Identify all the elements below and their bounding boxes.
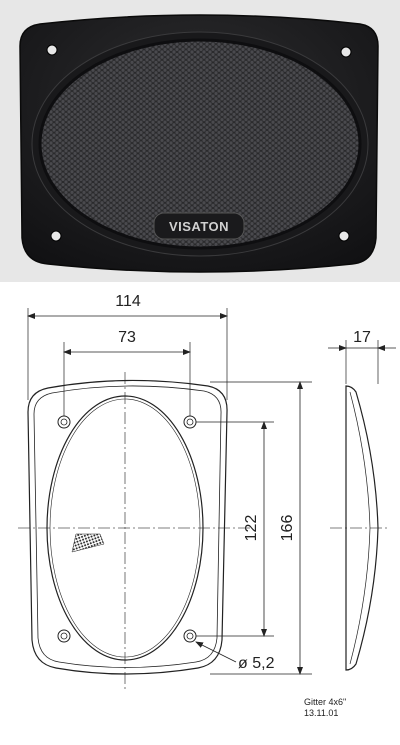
screw-hole-bottom-right — [183, 629, 197, 643]
perforated-mesh — [38, 38, 362, 250]
dimension-drawing: 114 73 17 166 — [18, 293, 396, 690]
screw-hole-bottom-left — [57, 629, 71, 643]
dimension-hole-diameter: ø 5,2 — [195, 641, 275, 672]
frame-outline — [27, 379, 228, 675]
screw-hole-top-right — [340, 46, 352, 58]
drawing-caption: Gitter 4x6" 13.11.01 — [304, 697, 346, 719]
dimension-overall-width: 114 — [27, 293, 228, 400]
dimension-grille-width: 73 — [63, 329, 191, 416]
technical-drawing: 114 73 17 166 — [0, 282, 400, 740]
screw-hole-top-left — [57, 415, 71, 429]
product-photo: VISATON — [0, 0, 400, 282]
brand-logo: VISATON — [169, 219, 229, 234]
dim-122-label: 122 — [243, 515, 260, 542]
caption-date: 13.11.01 — [304, 708, 339, 718]
dim-hole-diameter-label: ø 5,2 — [238, 655, 275, 672]
screw-hole-bottom-left — [50, 230, 62, 242]
speaker-grille-photo: VISATON — [19, 14, 379, 273]
dimension-overall-height: 166 — [210, 381, 312, 675]
dim-73-label: 73 — [118, 329, 136, 346]
dimension-depth: 17 — [328, 329, 396, 384]
screw-hole-bottom-right — [338, 230, 350, 242]
side-profile — [345, 385, 379, 671]
logo-mark — [71, 533, 105, 553]
screw-hole-top-right — [183, 415, 197, 429]
caption-title: Gitter 4x6" — [304, 697, 347, 707]
dimension-hole-spacing: 122 — [196, 421, 274, 637]
dim-17-label: 17 — [353, 329, 371, 346]
dim-114-label: 114 — [115, 293, 141, 310]
grille-ellipse — [46, 395, 204, 661]
screw-hole-top-left — [46, 44, 58, 56]
dim-166-label: 166 — [279, 515, 296, 542]
